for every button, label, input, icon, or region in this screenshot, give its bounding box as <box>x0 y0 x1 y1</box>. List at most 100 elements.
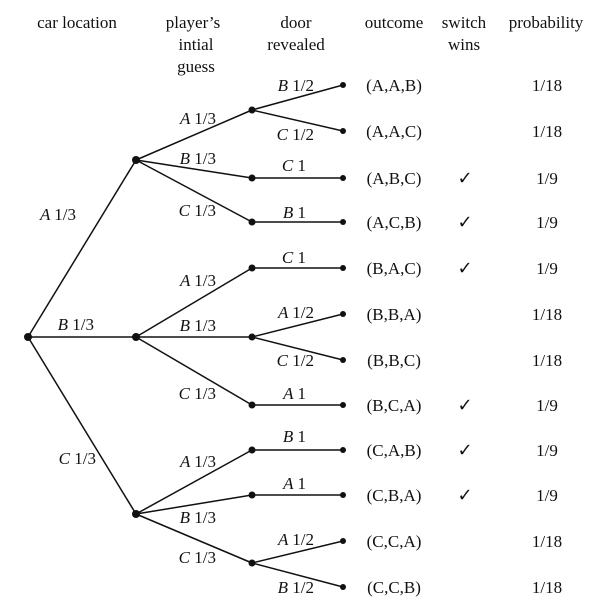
switch-wins-check-icon: ✓ <box>457 395 472 416</box>
edge-car-a <box>27 159 137 338</box>
header-probability: probability <box>509 13 584 32</box>
edge-guess-1 <box>135 109 253 161</box>
guess-node <box>248 446 256 454</box>
outcome-label: (B,B,C) <box>367 351 421 370</box>
outcome-label: (B,B,A) <box>367 305 422 324</box>
edge-reveal-7 <box>251 336 344 361</box>
guess-node <box>248 218 256 226</box>
edge-reveal-1 <box>251 84 344 111</box>
probability-value: 1/9 <box>536 396 558 415</box>
probability-value: 1/18 <box>532 532 562 551</box>
label-reveal-12: B 1/2 <box>278 578 314 597</box>
label-reveal-8: A 1 <box>282 384 306 403</box>
label-reveal-2: C 1/2 <box>277 125 314 144</box>
leaf-node <box>340 402 346 408</box>
guess-node <box>248 401 256 409</box>
probability-value: 1/9 <box>536 259 558 278</box>
probability-value: 1/18 <box>532 122 562 141</box>
header-car-location: car location <box>37 13 117 32</box>
label-reveal-3: C 1 <box>282 156 306 175</box>
edge-guess-6 <box>135 336 253 406</box>
leaf-node <box>340 82 346 88</box>
car-location-node <box>132 333 140 341</box>
label-guess-5: B 1/3 <box>180 316 216 335</box>
guess-node <box>248 491 256 499</box>
header-guess-line3: guess <box>177 57 215 76</box>
probability-value: 1/18 <box>532 76 562 95</box>
label-car-c: C 1/3 <box>59 449 96 468</box>
label-reveal-6: A 1/2 <box>277 303 314 322</box>
outcome-label: (C,C,B) <box>367 578 421 597</box>
edge-car-c <box>27 336 137 515</box>
edge-reveal-6 <box>251 313 344 338</box>
label-guess-7: A 1/3 <box>179 452 216 471</box>
edge-guess-9 <box>135 513 253 564</box>
label-car-a: A 1/3 <box>39 205 76 224</box>
leaf-node <box>340 128 346 134</box>
outcome-label: (A,C,B) <box>367 213 422 232</box>
edge-reveal-2 <box>251 109 344 132</box>
outcome-label: (C,C,A) <box>367 532 422 551</box>
edge-reveal-11 <box>251 540 344 564</box>
header-guess-line2: intial <box>179 35 214 54</box>
label-reveal-11: A 1/2 <box>277 530 314 549</box>
header-guess-line1: player’s <box>166 13 220 32</box>
outcome-label: (A,B,C) <box>367 169 422 188</box>
label-guess-8: B 1/3 <box>180 508 216 527</box>
guess-node <box>248 333 256 341</box>
probability-value: 1/9 <box>536 486 558 505</box>
outcome-label: (A,A,B) <box>366 76 422 95</box>
leaf-node <box>340 538 346 544</box>
label-car-b: B 1/3 <box>58 315 94 334</box>
edge-reveal-12 <box>251 562 344 588</box>
guess-node <box>248 264 256 272</box>
outcome-label: (B,C,A) <box>367 396 422 415</box>
label-guess-2: B 1/3 <box>180 149 216 168</box>
label-guess-6: C 1/3 <box>179 384 216 403</box>
switch-wins-check-icon: ✓ <box>457 485 472 506</box>
label-reveal-10: A 1 <box>282 474 306 493</box>
guess-node <box>248 106 256 114</box>
label-reveal-1: B 1/2 <box>278 76 314 95</box>
label-reveal-5: C 1 <box>282 248 306 267</box>
guess-node <box>248 559 256 567</box>
leaf-node <box>340 584 346 590</box>
switch-wins-check-icon: ✓ <box>457 168 472 189</box>
edge-guess-3 <box>135 159 253 223</box>
leaf-node <box>340 311 346 317</box>
leaf-node <box>340 492 346 498</box>
outcome-label: (B,A,C) <box>367 259 422 278</box>
outcome-label: (C,B,A) <box>367 486 422 505</box>
leaf-node <box>340 447 346 453</box>
label-guess-4: A 1/3 <box>179 271 216 290</box>
tree-edges <box>27 84 344 588</box>
leaf-node <box>340 175 346 181</box>
car-location-node <box>132 510 140 518</box>
switch-wins-check-icon: ✓ <box>457 440 472 461</box>
car-location-node <box>132 156 140 164</box>
probability-value: 1/9 <box>536 441 558 460</box>
edge-guess-8 <box>135 494 253 515</box>
label-guess-9: C 1/3 <box>179 548 216 567</box>
probability-value: 1/9 <box>536 169 558 188</box>
probability-value: 1/9 <box>536 213 558 232</box>
switch-wins-check-icon: ✓ <box>457 258 472 279</box>
branch-labels: A 1/3 B 1/3 C 1/3 A 1/3 B 1/3 C 1/3 A 1/3 B 1/3… <box>39 76 314 597</box>
label-guess-3: C 1/3 <box>179 201 216 220</box>
label-reveal-7: C 1/2 <box>277 351 314 370</box>
outcome-rows: (A,A,B)1/18(A,A,C)1/18(A,B,C)✓1/9(A,C,B)… <box>366 76 562 597</box>
label-guess-1: A 1/3 <box>179 109 216 128</box>
outcome-label: (C,A,B) <box>367 441 422 460</box>
leaf-node <box>340 265 346 271</box>
probability-value: 1/18 <box>532 578 562 597</box>
label-reveal-9: B 1 <box>283 427 306 446</box>
edge-guess-4 <box>135 267 253 338</box>
tree-nodes <box>24 82 346 590</box>
root-node <box>24 333 32 341</box>
header-door-line1: door <box>280 13 312 32</box>
switch-wins-check-icon: ✓ <box>457 212 472 233</box>
edge-guess-7 <box>135 449 253 515</box>
label-reveal-4: B 1 <box>283 203 306 222</box>
guess-node <box>248 174 256 182</box>
